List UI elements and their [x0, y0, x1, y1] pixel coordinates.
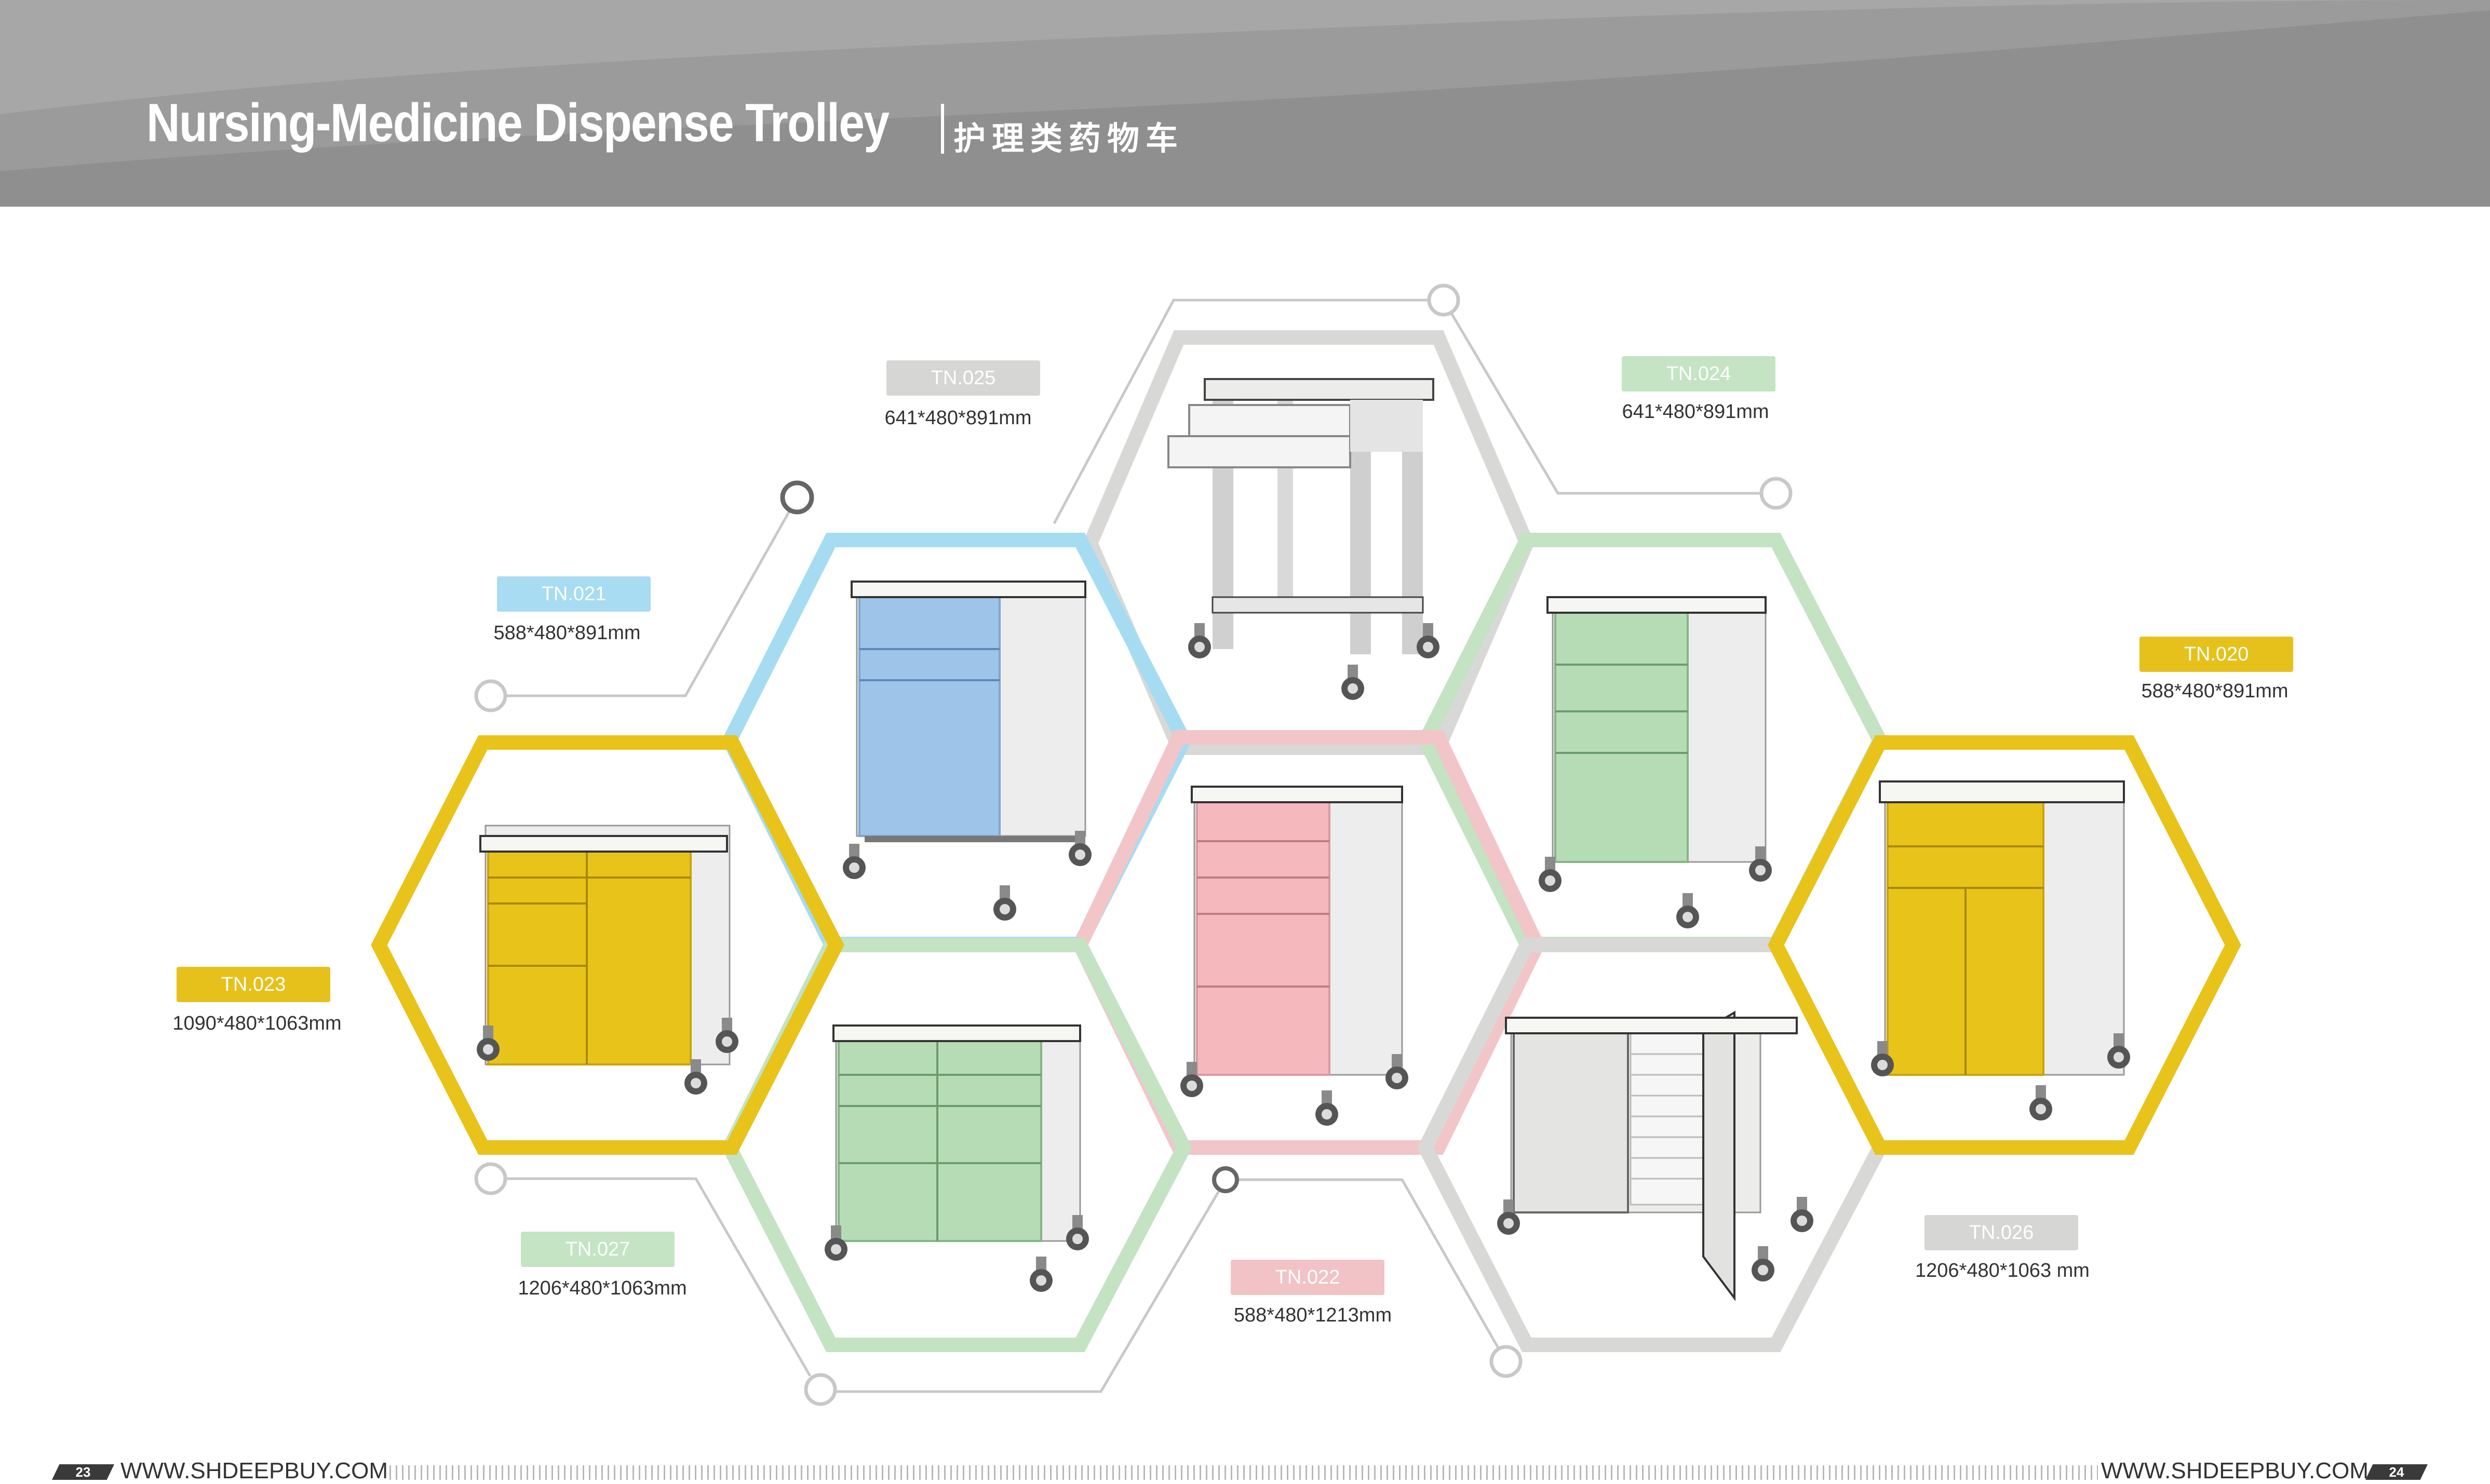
product-dims-tn020: 588*480*891mm: [2141, 680, 2289, 702]
trolley-tn020-illustration: [1871, 780, 2130, 1121]
trolley-tn022-illustration: [1180, 786, 1408, 1126]
trolley-tn026-illustration: [1497, 1010, 1813, 1301]
ring-marker: [1212, 1166, 1239, 1193]
product-badge-tn022: TN.022: [1231, 1260, 1384, 1295]
hexagon-frames: [371, 330, 2241, 1352]
connector-tn027: [491, 1177, 812, 1377]
footer-url-right: WWW.SHDEEPBUY.COM: [2101, 1458, 2369, 1483]
ring-marker: [804, 1373, 837, 1406]
trolley-tn027-illustration: [825, 1024, 1089, 1292]
trolley-tn023-illustration: [477, 825, 738, 1095]
ring-marker: [1427, 284, 1460, 317]
product-dims-tn022: 588*480*1213mm: [1233, 1304, 1392, 1326]
product-badge-tn026: TN.026: [1924, 1215, 2078, 1250]
product-badge-tn027: TN.027: [521, 1232, 675, 1267]
trolley-tn021-illustration: [843, 581, 1092, 921]
product-badge-tn023: TN.023: [177, 967, 330, 1002]
page-subtitle: 护理类药物车: [953, 119, 1185, 157]
connector-tn021: [491, 496, 799, 697]
product-badge-tn024: TN.024: [1622, 356, 1775, 392]
product-badge-tn021: TN.021: [497, 576, 651, 612]
ring-markers: [474, 284, 1793, 1406]
hex-yellow-right: [1768, 735, 2241, 1155]
connector-tn027b: [810, 1179, 1227, 1393]
ring-marker: [474, 1162, 507, 1195]
ring-marker: [1489, 1345, 1523, 1378]
page-header: Nursing-Medicine Dispense Trolley 护理类药物车: [0, 0, 2490, 207]
trolley-tn025-illustration: [1167, 378, 1439, 700]
connector-lines: [491, 299, 1776, 1393]
connector-tn022: [1226, 1178, 1508, 1362]
footer-tick-rule: [389, 1465, 2098, 1480]
product-dims-tn023: 1090*480*1063mm: [172, 1013, 342, 1034]
page-title: Nursing-Medicine Dispense Trolley: [146, 93, 890, 153]
product-dims-tn026: 1206*480*1063 mm: [1915, 1260, 2090, 1281]
hex-yellow-left: [371, 735, 844, 1155]
product-dims-tn027: 1206*480*1063mm: [518, 1277, 687, 1299]
page-number-right: 24: [2365, 1464, 2428, 1480]
page-number-left: 23: [52, 1464, 114, 1480]
connector-tn025: [1053, 299, 1444, 524]
product-dims-tn021: 588*480*891mm: [493, 622, 641, 644]
ring-marker: [780, 480, 814, 515]
product-dims-tn025: 641*480*891mm: [884, 407, 1032, 429]
footer-url-left: WWW.SHDEEPBUY.COM: [120, 1458, 388, 1483]
product-badge-tn025: TN.025: [886, 360, 1040, 396]
ring-marker: [474, 679, 507, 712]
product-dims-tn024: 641*480*891mm: [1622, 401, 1769, 423]
trolley-tn024-illustration: [1539, 596, 1772, 928]
product-badge-tn020: TN.020: [2139, 637, 2293, 672]
ring-marker: [1759, 477, 1793, 510]
title-divider: [941, 104, 944, 154]
connector-tn024: [1442, 299, 1776, 495]
